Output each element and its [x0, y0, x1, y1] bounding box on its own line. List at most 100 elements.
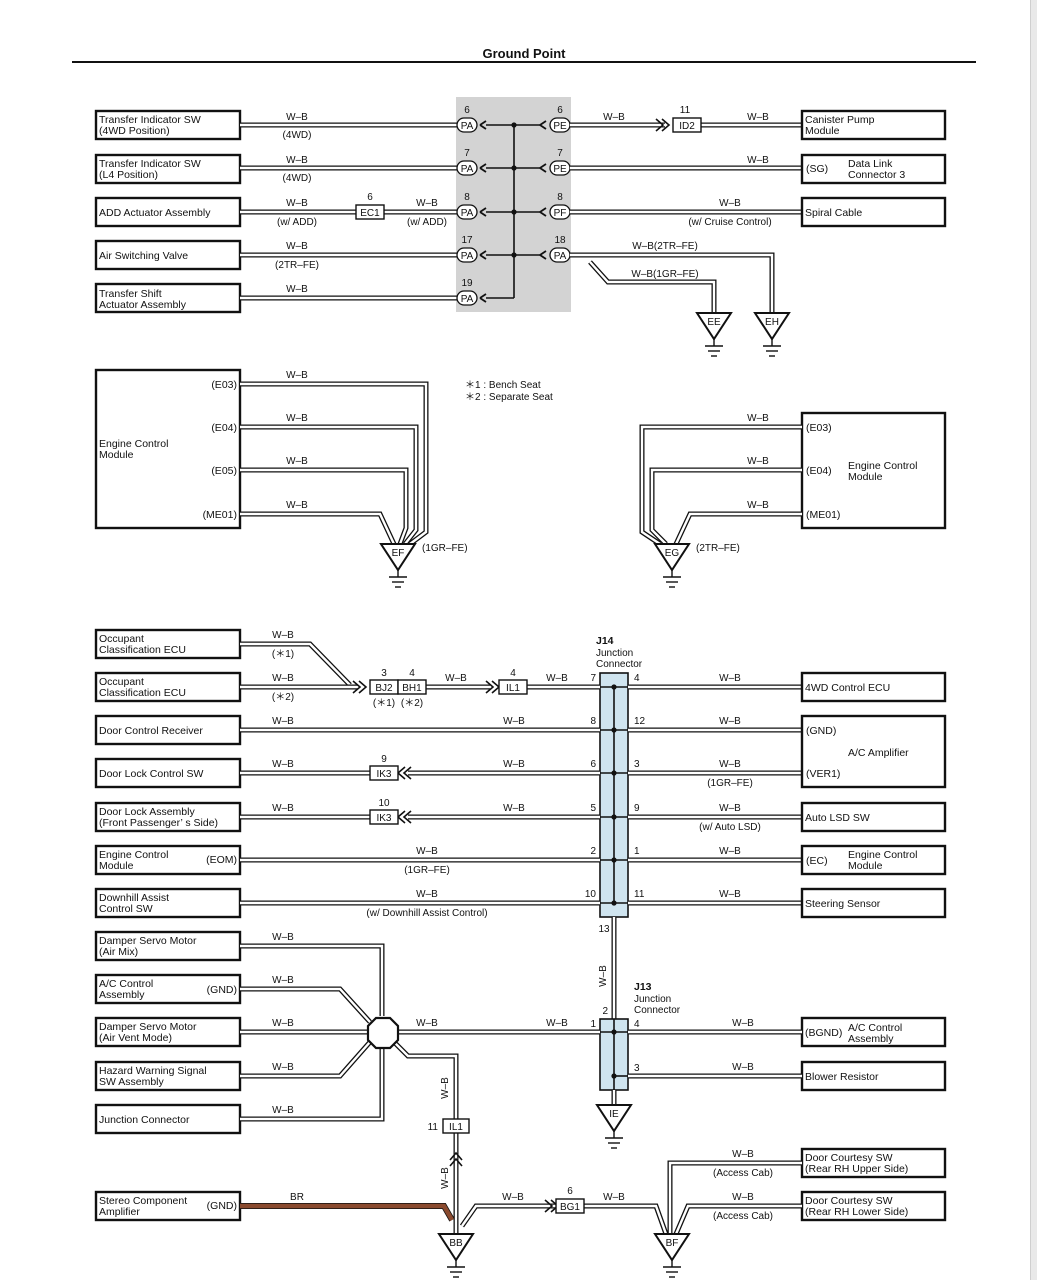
svg-text:IE: IE	[609, 1109, 619, 1120]
svg-text:ID2: ID2	[679, 121, 695, 132]
svg-text:8: 8	[590, 716, 596, 727]
svg-text:PA: PA	[461, 121, 474, 132]
svg-text:1: 1	[634, 846, 640, 857]
svg-text:W–B: W–B	[272, 1062, 294, 1073]
s1-left-wire-labels: W–B (4WD) W–B (4WD) W–B (w/ ADD) W–B (w/…	[275, 112, 447, 295]
svg-text:W–B: W–B	[286, 241, 308, 252]
svg-text:W–B: W–B	[272, 673, 294, 684]
svg-text:W–B(1GR–FE): W–B(1GR–FE)	[631, 269, 698, 280]
svg-text:Connector: Connector	[634, 1005, 681, 1016]
svg-text:W–B: W–B	[286, 112, 308, 123]
svg-text:W–B: W–B	[603, 1192, 625, 1203]
svg-text:(4WD Position): (4WD Position)	[99, 125, 170, 137]
svg-text:19: 19	[461, 278, 473, 289]
ground-ie: IE	[595, 1104, 633, 1149]
svg-text:11: 11	[634, 889, 645, 900]
svg-text:(Access Cab): (Access Cab)	[713, 1211, 773, 1222]
svg-text:W–B: W–B	[603, 112, 625, 123]
svg-text:Module: Module	[99, 860, 134, 872]
svg-text:4: 4	[409, 668, 415, 679]
component-box	[94, 196, 242, 228]
svg-text:W–B: W–B	[272, 803, 294, 814]
s1-right-wire-labels: W–B W–B W–B W–B (w/ Cruise Control) W–B(…	[603, 112, 772, 280]
svg-text:7: 7	[557, 148, 563, 159]
svg-text:(SG): (SG)	[806, 163, 828, 175]
svg-text:(4WD): (4WD)	[283, 173, 312, 184]
svg-text:Door Lock Control SW: Door Lock Control SW	[99, 768, 204, 780]
svg-text:6: 6	[567, 1186, 573, 1197]
svg-text:(w/ Cruise Control): (w/ Cruise Control)	[688, 217, 771, 228]
svg-text:Stereo Component: Stereo Component	[99, 1195, 187, 1207]
svg-text:W–B: W–B	[286, 370, 308, 381]
svg-text:W–B(2TR–FE): W–B(2TR–FE)	[632, 241, 698, 252]
svg-text:W–B: W–B	[732, 1018, 754, 1029]
svg-text:W–B: W–B	[747, 112, 769, 123]
svg-text:(Rear RH Upper Side): (Rear RH Upper Side)	[805, 1163, 908, 1175]
svg-text:Door Courtesy SW: Door Courtesy SW	[805, 1152, 893, 1164]
svg-text:W–B: W–B	[416, 846, 438, 857]
svg-text:(Air Mix): (Air Mix)	[99, 946, 138, 958]
svg-text:W–B: W–B	[440, 1167, 451, 1189]
svg-text:Transfer Indicator SW: Transfer Indicator SW	[99, 158, 201, 170]
svg-text:W–B: W–B	[286, 456, 308, 467]
inline-connector-ec1: EC1 6	[355, 192, 385, 220]
svg-text:13: 13	[598, 924, 610, 935]
ground-eh: EH	[753, 312, 791, 357]
svg-text:(E04): (E04)	[806, 465, 832, 477]
svg-text:4: 4	[510, 668, 516, 679]
svg-text:BH1: BH1	[402, 683, 422, 694]
svg-text:W–B: W–B	[546, 1018, 568, 1029]
svg-text:8: 8	[464, 192, 470, 203]
s3-left-wire-labels: W–B (＊1) W–B (＊2) W–B W–B W–B W–B W–B W–…	[272, 630, 568, 919]
ecm-right-wires: W–B W–B W–B	[639, 413, 802, 547]
svg-text:PA: PA	[461, 294, 474, 305]
svg-text:17: 17	[461, 235, 473, 246]
svg-text:Door Courtesy SW: Door Courtesy SW	[805, 1195, 893, 1207]
svg-text:(w/ Auto LSD): (w/ Auto LSD)	[699, 822, 761, 833]
svg-text:10: 10	[585, 889, 597, 900]
svg-text:W–B: W–B	[719, 846, 741, 857]
s1-right-components: Canister Pump Module (SG) Data Link Conn…	[800, 109, 947, 228]
svg-text:Engine Control: Engine Control	[848, 849, 917, 861]
svg-text:PF: PF	[554, 208, 567, 219]
component-box	[94, 239, 242, 271]
svg-text:(GND): (GND)	[806, 725, 836, 737]
svg-text:(ME01): (ME01)	[203, 509, 237, 521]
svg-text:Module: Module	[848, 860, 883, 872]
svg-text:Amplifier: Amplifier	[99, 1206, 140, 1218]
svg-text:12: 12	[634, 716, 646, 727]
svg-text:(1GR–FE): (1GR–FE)	[707, 778, 753, 789]
s3-left-wires	[240, 641, 600, 906]
svg-text:(E04): (E04)	[211, 422, 237, 434]
svg-text:Assembly: Assembly	[848, 1033, 894, 1045]
svg-text:W–B: W–B	[272, 630, 294, 641]
j14-pins: 7 8 6 5 2 10 4 12 3 9 1 11 13	[585, 673, 646, 935]
svg-text:W–B: W–B	[747, 456, 769, 467]
svg-text:(EC): (EC)	[806, 855, 828, 867]
ground-bb: BB	[437, 1233, 475, 1278]
junction-j13: J13 Junction Connector 2 1 4 3 W–B W–B	[590, 981, 802, 1105]
svg-text:IL1: IL1	[506, 683, 520, 694]
svg-text:Transfer Indicator SW: Transfer Indicator SW	[99, 114, 201, 126]
stereo-br-wire: BR	[240, 1192, 455, 1222]
svg-text:Damper Servo Motor: Damper Servo Motor	[99, 1021, 197, 1033]
ecm-right: (E03) (E04) (ME01) Engine Control Module	[800, 411, 947, 530]
svg-text:(L4 Position): (L4 Position)	[99, 169, 158, 181]
svg-text:(BGND): (BGND)	[805, 1027, 842, 1039]
svg-text:Blower Resistor: Blower Resistor	[805, 1071, 879, 1083]
svg-text:Steering Sensor: Steering Sensor	[805, 898, 881, 910]
j14-j13-wire: W–B	[598, 917, 617, 1019]
svg-text:1: 1	[590, 1019, 596, 1030]
svg-text:W–B: W–B	[440, 1077, 451, 1099]
s3-right-wires: W–B W–B W–B (1GR–FE) W–B (w/ Auto LSD) W…	[628, 673, 802, 906]
svg-text:(GND): (GND)	[207, 1200, 237, 1212]
svg-text:EG: EG	[665, 548, 680, 559]
svg-text:Door Lock Assembly: Door Lock Assembly	[99, 806, 195, 818]
svg-text:Module: Module	[848, 471, 883, 483]
svg-text:(＊2): (＊2)	[401, 698, 423, 709]
svg-text:W–B: W–B	[286, 155, 308, 166]
svg-text:BG1: BG1	[560, 1202, 580, 1213]
svg-text:W–B: W–B	[546, 673, 568, 684]
svg-text:Classification ECU: Classification ECU	[99, 644, 186, 656]
